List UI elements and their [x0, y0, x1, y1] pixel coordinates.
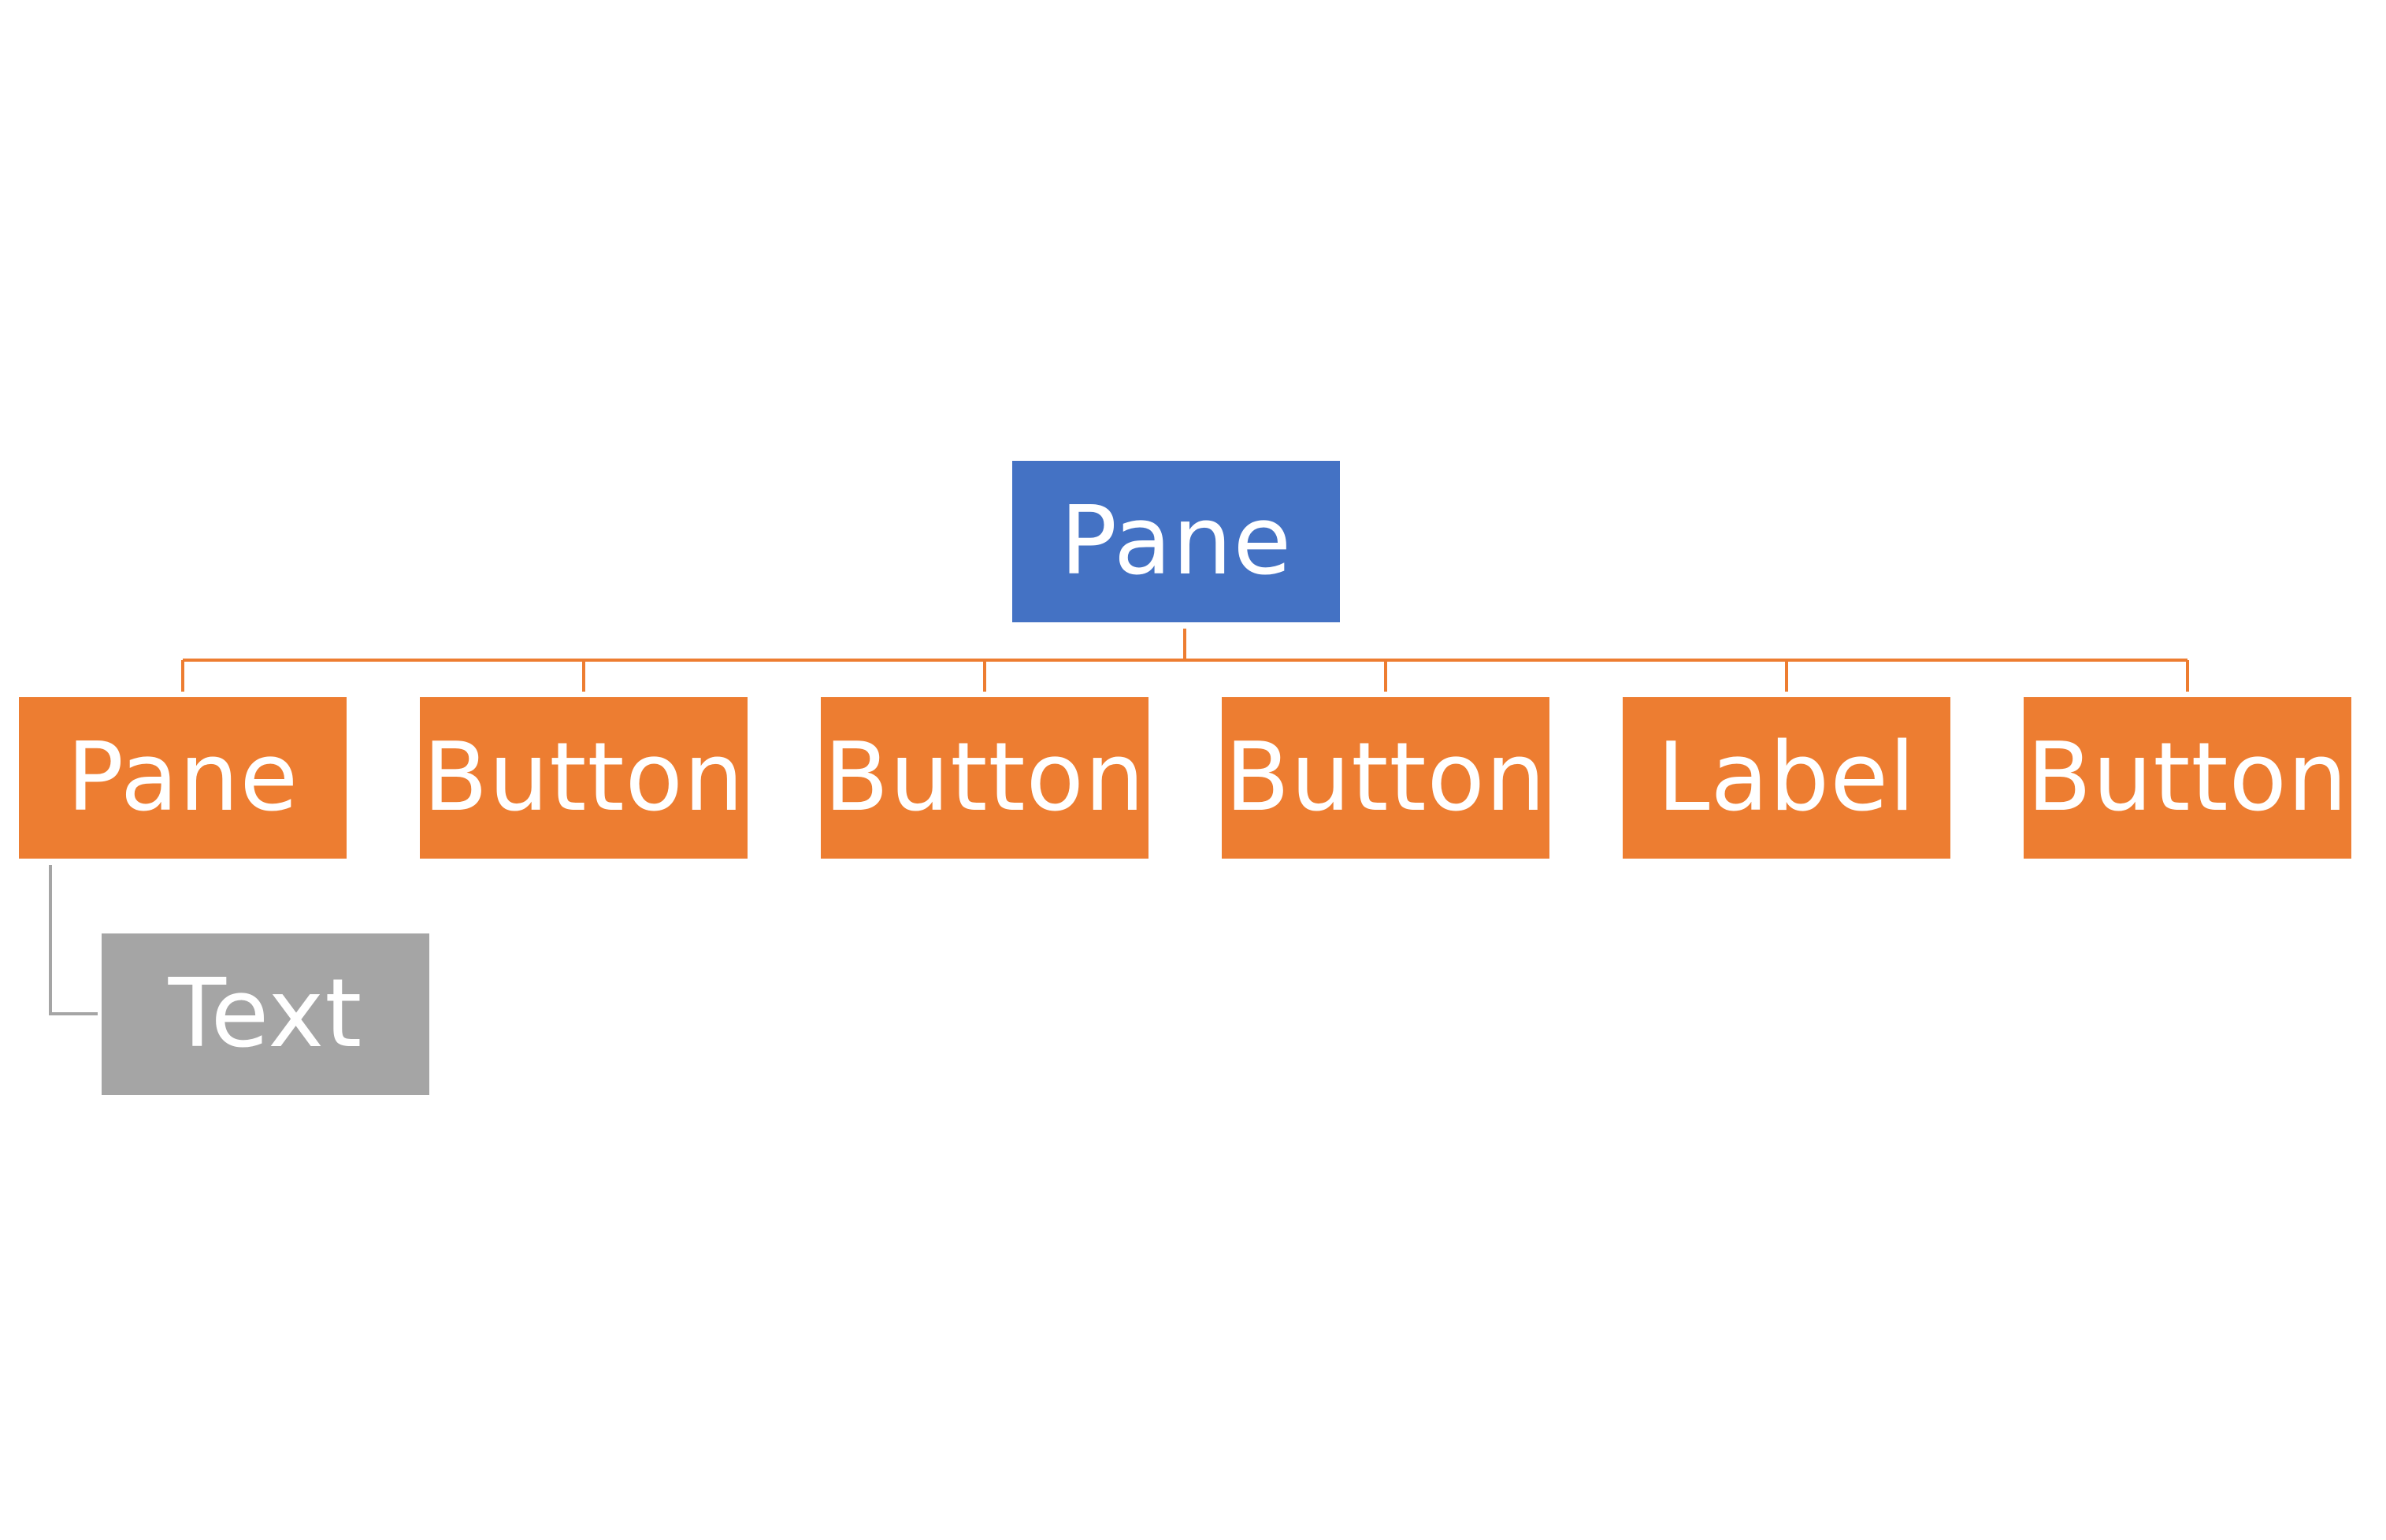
grandchild-node-label: Text	[168, 959, 363, 1069]
child-node-button-2: Button	[821, 697, 1148, 859]
child-node-label: Button	[423, 722, 744, 833]
child-node-label: Button	[2027, 722, 2348, 833]
grandchild-connector	[49, 865, 98, 1015]
child-node-label-text: Label	[1657, 722, 1917, 833]
child-node-label: Label	[1623, 697, 1950, 859]
root-node-pane: Pane	[1012, 461, 1340, 622]
child-node-button-1: Button	[420, 697, 748, 859]
child-node-label: Button	[824, 722, 1145, 833]
child-node-label: Button	[1225, 722, 1546, 833]
child-node-button-3: Button	[1222, 697, 1549, 859]
grandchild-node-text: Text	[102, 933, 429, 1095]
child-node-button-4: Button	[2024, 697, 2351, 859]
child-node-label: Pane	[66, 722, 299, 833]
child-node-pane: Pane	[19, 697, 347, 859]
root-node-label: Pane	[1059, 486, 1293, 596]
